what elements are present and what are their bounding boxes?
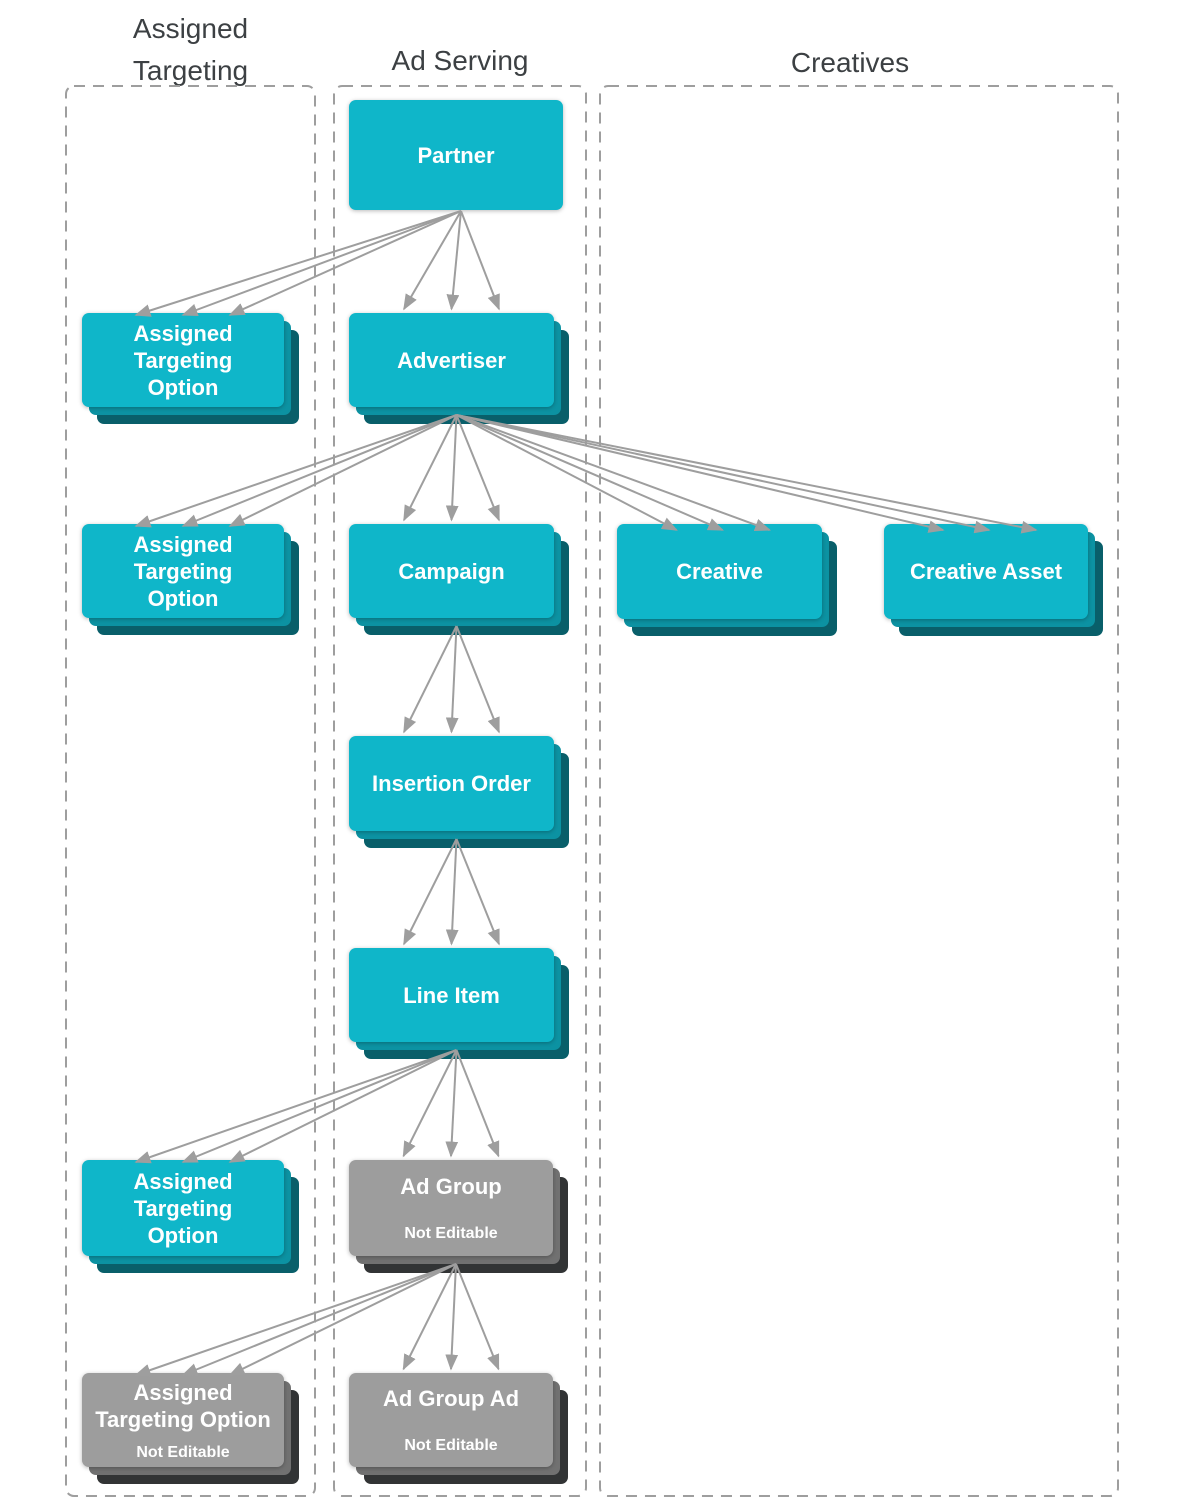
node-label-line: Targeting xyxy=(133,558,233,584)
node-label: Insertion Order xyxy=(372,771,531,796)
edge-ad_group-to-ato_ad_group xyxy=(181,1263,457,1376)
node-insertion-order: Insertion Order xyxy=(349,736,569,848)
edge-ad_group-to-ad_group_ad xyxy=(455,1263,500,1371)
column-title-assigned-targeting: Assigned Targeting xyxy=(66,8,315,92)
node-label: Campaign xyxy=(398,558,505,584)
node-line-item: Line Item xyxy=(349,948,569,1059)
edge-campaign-to-insertion_order xyxy=(403,625,458,734)
edge-advertiser-to-creative xyxy=(456,414,772,532)
edge-insertion_order-to-line_item xyxy=(445,838,459,946)
column-border-assigned_targeting xyxy=(65,85,316,1497)
node-face: Assigned Targeting Option xyxy=(82,313,284,407)
node-face: Assigned Targeting Option Not Editable xyxy=(82,1373,284,1467)
node-assigned-targeting-option-not-editable: Assigned Targeting Option Not Editable xyxy=(82,1373,299,1484)
node-label-line: Assigned xyxy=(133,1168,233,1194)
node-label: Advertiser xyxy=(397,347,506,373)
node-face: Campaign xyxy=(349,524,554,618)
node-face: Partner xyxy=(349,100,563,210)
node-label-line: Option xyxy=(147,1222,219,1248)
node-label-line: Option xyxy=(147,585,219,611)
edge-advertiser-to-ato_advertiser xyxy=(134,414,457,528)
node-label: Ad Group xyxy=(400,1174,502,1199)
edge-advertiser-to-ato_advertiser xyxy=(228,414,457,527)
node-campaign: Campaign xyxy=(349,524,569,635)
edge-advertiser-to-creative_asset xyxy=(456,414,945,533)
edge-advertiser-to-ato_advertiser xyxy=(181,414,457,527)
edge-advertiser-to-campaign xyxy=(455,414,500,522)
node-label: Creative xyxy=(676,559,763,584)
column-title-text: Ad Serving xyxy=(391,45,529,76)
node-sublabel-not-editable: Not Editable xyxy=(136,1443,230,1461)
node-assigned-targeting-option-line-item: Assigned Targeting Option xyxy=(82,1160,299,1273)
edge-line_item-to-ato_line_item xyxy=(181,1049,457,1163)
node-label-line: Targeting Option xyxy=(95,1406,271,1432)
node-face: Advertiser xyxy=(349,313,554,407)
edge-advertiser-to-campaign xyxy=(403,414,458,522)
edge-advertiser-to-creative_asset xyxy=(456,414,991,534)
node-label: Ad Group Ad xyxy=(382,1386,520,1411)
node-face: Assigned Targeting Option xyxy=(82,524,284,618)
edge-line_item-to-ato_line_item xyxy=(228,1049,457,1163)
column-title-ad-serving: Ad Serving xyxy=(334,40,586,82)
edge-line_item-to-ad_group xyxy=(455,1049,500,1158)
edge-partner-to-ato_partner xyxy=(228,210,462,316)
edge-campaign-to-insertion_order xyxy=(445,625,459,734)
edge-line_item-to-ato_line_item xyxy=(134,1049,457,1164)
edge-ad_group-to-ato_ad_group xyxy=(134,1263,457,1377)
node-assigned-targeting-option-advertiser: Assigned Targeting Option xyxy=(82,524,299,635)
node-partner: Partner xyxy=(349,100,563,210)
node-label: Partner xyxy=(417,142,495,168)
edge-insertion_order-to-line_item xyxy=(455,838,500,946)
edge-partner-to-advertiser xyxy=(460,210,500,311)
node-label-line: Assigned xyxy=(133,1379,233,1405)
node-creative: Creative xyxy=(617,524,837,636)
node-label-line: Targeting xyxy=(133,347,233,373)
edge-ad_group-to-ad_group_ad xyxy=(402,1263,457,1371)
edge-partner-to-ato_partner xyxy=(181,210,462,316)
node-face: Ad Group Ad Not Editable xyxy=(349,1373,553,1467)
node-ad-group: Ad Group Not Editable xyxy=(349,1160,568,1273)
node-sublabel-not-editable: Not Editable xyxy=(404,1437,498,1454)
edge-partner-to-advertiser xyxy=(403,210,462,311)
edge-ad_group-to-ato_ad_group xyxy=(228,1263,457,1376)
column-title-creatives: Creatives xyxy=(600,42,1100,84)
column-title-text: Assigned Targeting xyxy=(132,13,249,86)
edge-campaign-to-insertion_order xyxy=(455,625,500,734)
node-ad-group-ad: Ad Group Ad Not Editable xyxy=(349,1373,568,1484)
column-title-text: Creatives xyxy=(790,47,910,78)
node-face: Ad Group Not Editable xyxy=(349,1160,553,1256)
edge-line_item-to-ad_group xyxy=(402,1049,458,1158)
edge-advertiser-to-creative xyxy=(456,414,724,531)
node-face: Creative xyxy=(617,524,822,619)
node-sublabel-not-editable: Not Editable xyxy=(404,1225,498,1242)
node-face: Assigned Targeting Option xyxy=(82,1160,284,1256)
node-face: Creative Asset xyxy=(884,524,1088,619)
node-label-line: Assigned xyxy=(133,531,233,557)
edge-advertiser-to-campaign xyxy=(445,414,459,522)
node-label: Creative Asset xyxy=(909,559,1063,584)
node-label-line: Assigned xyxy=(133,320,233,346)
edge-line_item-to-ad_group xyxy=(445,1049,459,1158)
edge-advertiser-to-creative_asset xyxy=(456,414,1038,534)
edge-partner-to-ato_partner xyxy=(134,210,462,317)
edge-ad_group-to-ad_group_ad xyxy=(445,1263,459,1371)
node-label-line: Targeting xyxy=(133,1195,233,1221)
edge-insertion_order-to-line_item xyxy=(403,838,458,946)
node-creative-asset: Creative Asset xyxy=(884,524,1103,636)
node-advertiser: Advertiser xyxy=(349,313,569,424)
column-border-creatives xyxy=(599,85,1119,1497)
edge-advertiser-to-creative xyxy=(456,414,678,531)
node-label: Line Item xyxy=(403,982,500,1008)
node-assigned-targeting-option-partner: Assigned Targeting Option xyxy=(82,313,299,424)
edge-partner-to-advertiser xyxy=(446,210,462,311)
node-face: Insertion Order xyxy=(349,736,554,831)
node-face: Line Item xyxy=(349,948,554,1042)
node-label-line: Option xyxy=(147,374,219,400)
